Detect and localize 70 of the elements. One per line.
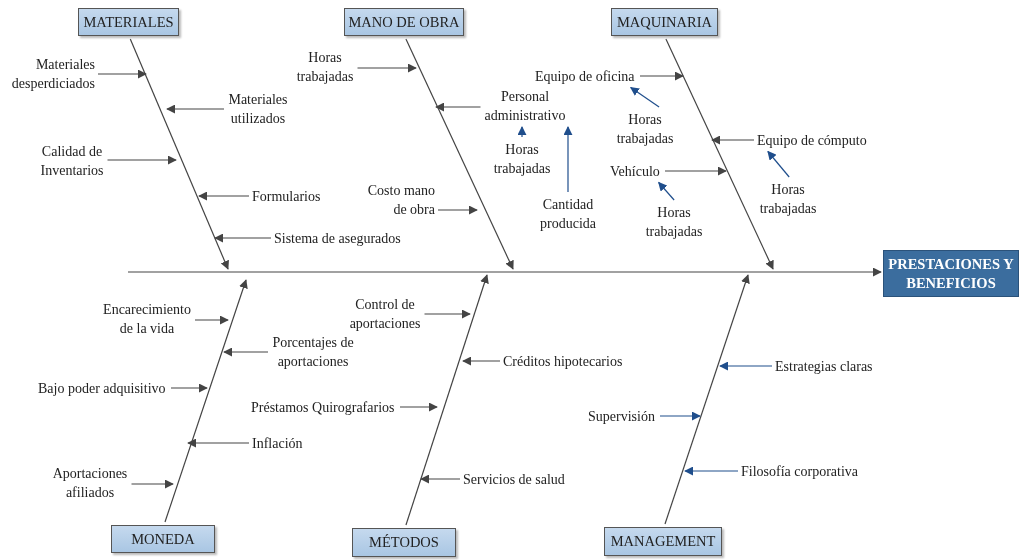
arrow — [711, 135, 755, 145]
cause-label: Bajo poder adquisitivo — [38, 378, 168, 398]
cause-label: Vehículo — [610, 161, 662, 181]
category-box: MATERIALES — [78, 8, 179, 36]
arrow — [223, 347, 269, 357]
bone-arrow — [405, 274, 489, 526]
category-box: MÉTODOS — [352, 528, 456, 557]
category-box: MAQUINARIA — [611, 8, 718, 36]
arrow — [517, 126, 527, 138]
cause-label: Supervisión — [588, 406, 657, 426]
cause-label: Encarecimiento de la vida — [102, 300, 192, 338]
arrow — [106, 155, 177, 165]
arrow — [437, 205, 478, 215]
cause-label: Costo mano de obra — [365, 181, 435, 219]
arrow — [630, 86, 660, 108]
cause-label: Inflación — [252, 433, 305, 453]
cause-label: Equipo de oficina — [535, 66, 637, 86]
arrow — [170, 383, 208, 393]
arrow — [767, 150, 790, 178]
spine-arrow — [127, 267, 882, 277]
arrow — [719, 361, 773, 371]
arrow — [399, 402, 438, 412]
cause-label: Porcentajes de aportaciones — [271, 333, 355, 371]
arrow — [639, 71, 684, 81]
cause-label: Cantidad producida — [539, 195, 597, 233]
arrow — [130, 479, 174, 489]
arrow — [664, 166, 727, 176]
arrow — [187, 438, 250, 448]
cause-label: Control de aportaciones — [348, 295, 422, 333]
arrow — [423, 309, 471, 319]
category-box: MONEDA — [111, 525, 215, 553]
arrow — [658, 181, 675, 201]
cause-label: Aportaciones afiliados — [51, 464, 129, 502]
bone-arrow — [405, 38, 514, 270]
arrow — [420, 474, 461, 484]
cause-label: Préstamos Quirografarios — [251, 397, 397, 417]
arrow — [563, 126, 573, 193]
arrow — [194, 315, 229, 325]
bone-arrow — [164, 279, 248, 523]
arrow — [166, 104, 225, 114]
cause-label: Servicios de salud — [463, 469, 567, 489]
cause-label: Materiales desperdiciados — [9, 55, 95, 93]
cause-label: Horas trabajadas — [615, 110, 675, 148]
cause-label: Horas trabajadas — [492, 140, 552, 178]
arrow — [659, 411, 701, 421]
arrow — [684, 466, 739, 476]
cause-label: Materiales utilizados — [227, 90, 289, 128]
category-box: MANO DE OBRA — [344, 8, 464, 36]
cause-label: Estrategias claras — [775, 356, 875, 376]
cause-label: Filosofía corporativa — [741, 461, 861, 481]
cause-label: Sistema de asegurados — [274, 228, 403, 248]
bone-arrow — [664, 274, 750, 525]
cause-label: Horas trabajadas — [758, 180, 818, 218]
arrow — [97, 69, 147, 79]
arrow — [462, 356, 501, 366]
cause-label: Horas trabajadas — [644, 203, 704, 241]
cause-label: Formularios — [252, 186, 323, 206]
cause-label: Personal administrativo — [483, 87, 567, 125]
cause-label: Calidad de Inventarios — [39, 142, 105, 180]
cause-label: Créditos hipotecarios — [503, 351, 625, 371]
arrow — [435, 102, 482, 112]
bone-arrow — [665, 38, 774, 270]
arrow — [198, 191, 250, 201]
category-box: MANAGEMENT — [604, 527, 722, 556]
arrow — [214, 233, 272, 243]
cause-label: Equipo de cómputo — [757, 130, 869, 150]
arrow — [356, 63, 417, 73]
bone-arrow — [129, 38, 229, 270]
cause-label: Horas trabajadas — [295, 48, 355, 86]
effect-box: PRESTACIONES Y BENEFICIOS — [883, 250, 1019, 297]
